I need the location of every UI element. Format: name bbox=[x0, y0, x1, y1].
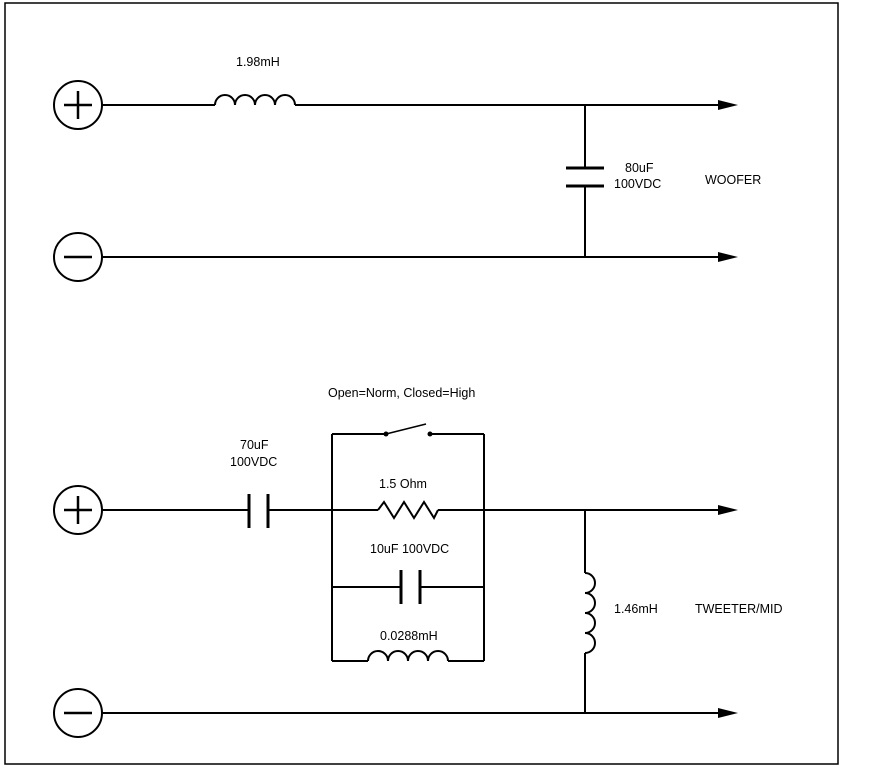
tweeter-label: TWEETER/MID bbox=[695, 602, 783, 616]
switch-label: Open=Norm, Closed=High bbox=[328, 386, 475, 400]
tweeter-series-capacitor-icon bbox=[247, 494, 270, 528]
schematic-border bbox=[4, 2, 839, 765]
woofer-section: 1.98mH 80uF 100VDC WOOFER bbox=[52, 55, 761, 283]
woofer-capacitor-value: 80uF bbox=[625, 161, 654, 175]
parallel-capacitor-label: 10uF 100VDC bbox=[370, 542, 449, 556]
series-capacitor-value: 70uF bbox=[240, 438, 269, 452]
tweeter-negative-terminal-icon bbox=[52, 687, 104, 739]
woofer-capacitor-icon bbox=[566, 166, 604, 188]
tweeter-section: Open=Norm, Closed=High 70uF 100VDC 1.5 O… bbox=[52, 386, 783, 739]
switch-icon bbox=[383, 423, 433, 437]
shunt-inductor-label: 1.46mH bbox=[614, 602, 658, 616]
woofer-inductor-icon bbox=[214, 94, 296, 106]
tweeter-negative-output-arrow-icon bbox=[718, 708, 738, 718]
woofer-label: WOOFER bbox=[705, 173, 761, 187]
woofer-negative-output-arrow-icon bbox=[718, 252, 738, 262]
parallel-inductor-icon bbox=[367, 650, 449, 662]
resistor-label: 1.5 Ohm bbox=[379, 477, 427, 491]
woofer-inductor-label: 1.98mH bbox=[236, 55, 280, 69]
resistor-icon bbox=[377, 500, 439, 521]
parallel-capacitor-icon bbox=[399, 570, 422, 604]
tweeter-positive-terminal-icon bbox=[52, 484, 104, 536]
woofer-positive-terminal-icon bbox=[52, 79, 104, 131]
woofer-positive-output-arrow-icon bbox=[718, 100, 738, 110]
woofer-capacitor-rating: 100VDC bbox=[614, 177, 661, 191]
woofer-negative-terminal-icon bbox=[52, 231, 104, 283]
parallel-inductor-label: 0.0288mH bbox=[380, 629, 438, 643]
series-capacitor-rating: 100VDC bbox=[230, 455, 277, 469]
tweeter-positive-output-arrow-icon bbox=[718, 505, 738, 515]
shunt-inductor-icon bbox=[584, 572, 596, 654]
